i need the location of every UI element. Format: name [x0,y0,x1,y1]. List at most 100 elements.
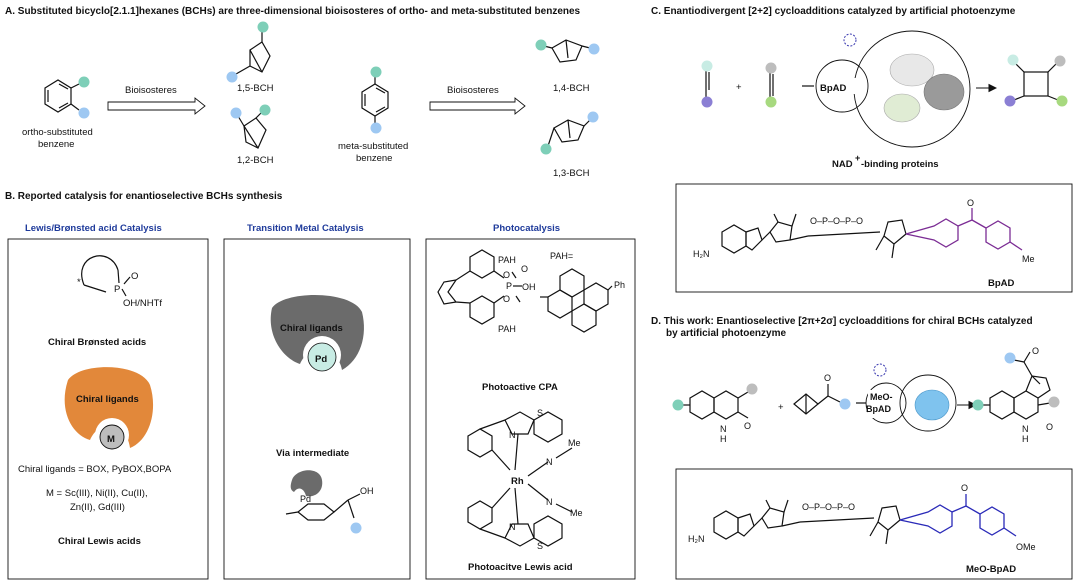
bch-15-structure [226,21,271,83]
rh-center: Rh [511,476,524,487]
meo-bpad-structure [713,494,1017,545]
cyclobutane-product [1004,54,1068,107]
bpad-structure [721,208,1023,259]
bpad-box [675,183,1073,293]
metal-m: M [107,434,115,445]
col2-title: Transition Metal Catalysis [247,223,364,234]
quinolinone-h: H [720,434,727,444]
bch-14-label: 1,4-BCH [553,83,590,94]
enzyme-circle-d [856,363,957,432]
ligands-line: Chiral ligands = BOX, PyBOX,BOPA [18,464,172,475]
anthracene-structure [540,268,613,333]
bpad-me: Me [1022,254,1035,264]
bch-product [972,351,1060,420]
pah-eq: PAH= [550,251,573,261]
cpa-o2: O [503,294,510,304]
col1-title: Lewis/Brønsted acid Catalysis [25,223,162,234]
bronsted-acid-structure [81,255,131,297]
quinolinone-o: O [744,421,751,431]
chiral-ligands-orange-label: Chiral ligands [76,394,139,405]
ortho-benzene-structure [44,76,90,119]
bpad-compound-label: BpAD [988,278,1015,289]
bch-13-label: 1,3-BCH [553,168,590,179]
bronsted-label: Chiral Brønsted acids [48,337,146,348]
nad-label: NAD [832,159,853,170]
enzyme-circle-c [802,30,971,148]
meo-bpad-phosphates: O–P–O–P–O [802,502,855,512]
rh-complex-structure [467,411,573,547]
bpad-o: O [967,198,974,208]
col3-title: Photocatalysis [493,223,560,234]
product-carbonyl-o: O [1032,346,1039,356]
pah-1: PAH [498,255,516,265]
cpa-o1: O [503,270,510,280]
pah-2: PAH [498,324,516,334]
meo-bpad-ome: OMe [1016,542,1036,552]
cpa-oh: OH [522,282,536,292]
product-h: H [1022,434,1029,444]
metals-line-1: M = Sc(III), Ni(II), Cu(II), [46,488,148,499]
bch-14-structure [535,39,600,63]
product-n: N [1022,424,1029,434]
orange-chiral-ligand-shape [64,367,154,452]
bronsted-sub: OH/NHTf [123,298,162,309]
meo-bpad-h2n: H₂N [688,534,705,544]
tm-pd: Pd [315,354,327,365]
panel-a-title: A. Substituted bicyclo[2.1.1]hexanes (BC… [5,6,581,17]
enzyme-meo: MeO- [870,392,893,402]
s2: S [537,541,543,551]
nc1: N [546,457,553,467]
blue-substituent [78,107,90,119]
panel-d-title-2: by artificial photoenzyme [666,328,786,339]
enzyme-bpad-d: BpAD [866,404,891,414]
col1-box [7,238,209,580]
bpad-h2n: H₂N [693,249,710,259]
enzyme-bpad: BpAD [820,83,847,94]
n1: N [509,430,516,440]
quinolinone-reactant [672,383,758,420]
bioisostere-arrow-2 [429,97,526,115]
arrow-label-2: Bioisosteres [447,85,499,96]
bpad-phosphates: O–P–O–P–O [810,216,863,226]
col3-box [425,238,636,580]
me1: Me [568,438,581,448]
me2: Me [570,508,583,518]
bronsted-p: P [114,284,120,295]
meo-bpad-o: O [961,483,968,493]
tm-chiral-ligands-label: Chiral ligands [280,323,343,334]
cpa-p: P [506,281,512,291]
nad-suffix: -binding proteins [861,159,939,170]
meo-bpad-compound-label: MeO-BpAD [966,564,1016,575]
alkene-right [765,62,777,108]
quinolinone-n: N [720,424,727,434]
teal-substituent [78,76,90,88]
via-intermediate: Via intermediate [276,448,349,459]
bronsted-star: * [77,277,81,288]
bch-13-structure [540,111,599,155]
meta-benzene-structure [361,66,389,134]
nad-sup: + [855,153,860,163]
rh-label: Photoacitve Lewis acid [468,562,573,573]
bch-12-label: 1,2-BCH [237,155,274,166]
int-pd: Pd [300,494,311,504]
int-oh: OH [360,486,374,496]
metals-line-2: Zn(II), Gd(III) [70,502,125,513]
n2: N [509,522,516,532]
meta-label-2: benzene [356,153,392,164]
bicyclobutane-reactant [793,384,851,415]
lewis-label: Chiral Lewis acids [58,536,141,547]
cpa-label: Photoactive CPA [482,382,558,393]
bch-12-structure [230,104,271,149]
bcb-o: O [824,373,831,383]
panel-b-title: B. Reported catalysis for enantioselecti… [5,191,283,202]
alkene-left [701,60,713,108]
product-o: O [1046,422,1053,432]
panel-c-title: C. Enantiodivergent [2+2] cycloadditions… [651,6,1016,17]
bch-15-label: 1,5-BCH [237,83,274,94]
meo-bpad-box [675,468,1073,580]
ortho-label-1: ortho-substituted [22,127,93,138]
arrow-label-1: Bioisosteres [125,85,177,96]
gray-chiral-ligand-shape [270,294,364,374]
phenyl-ph: Ph [614,280,625,290]
